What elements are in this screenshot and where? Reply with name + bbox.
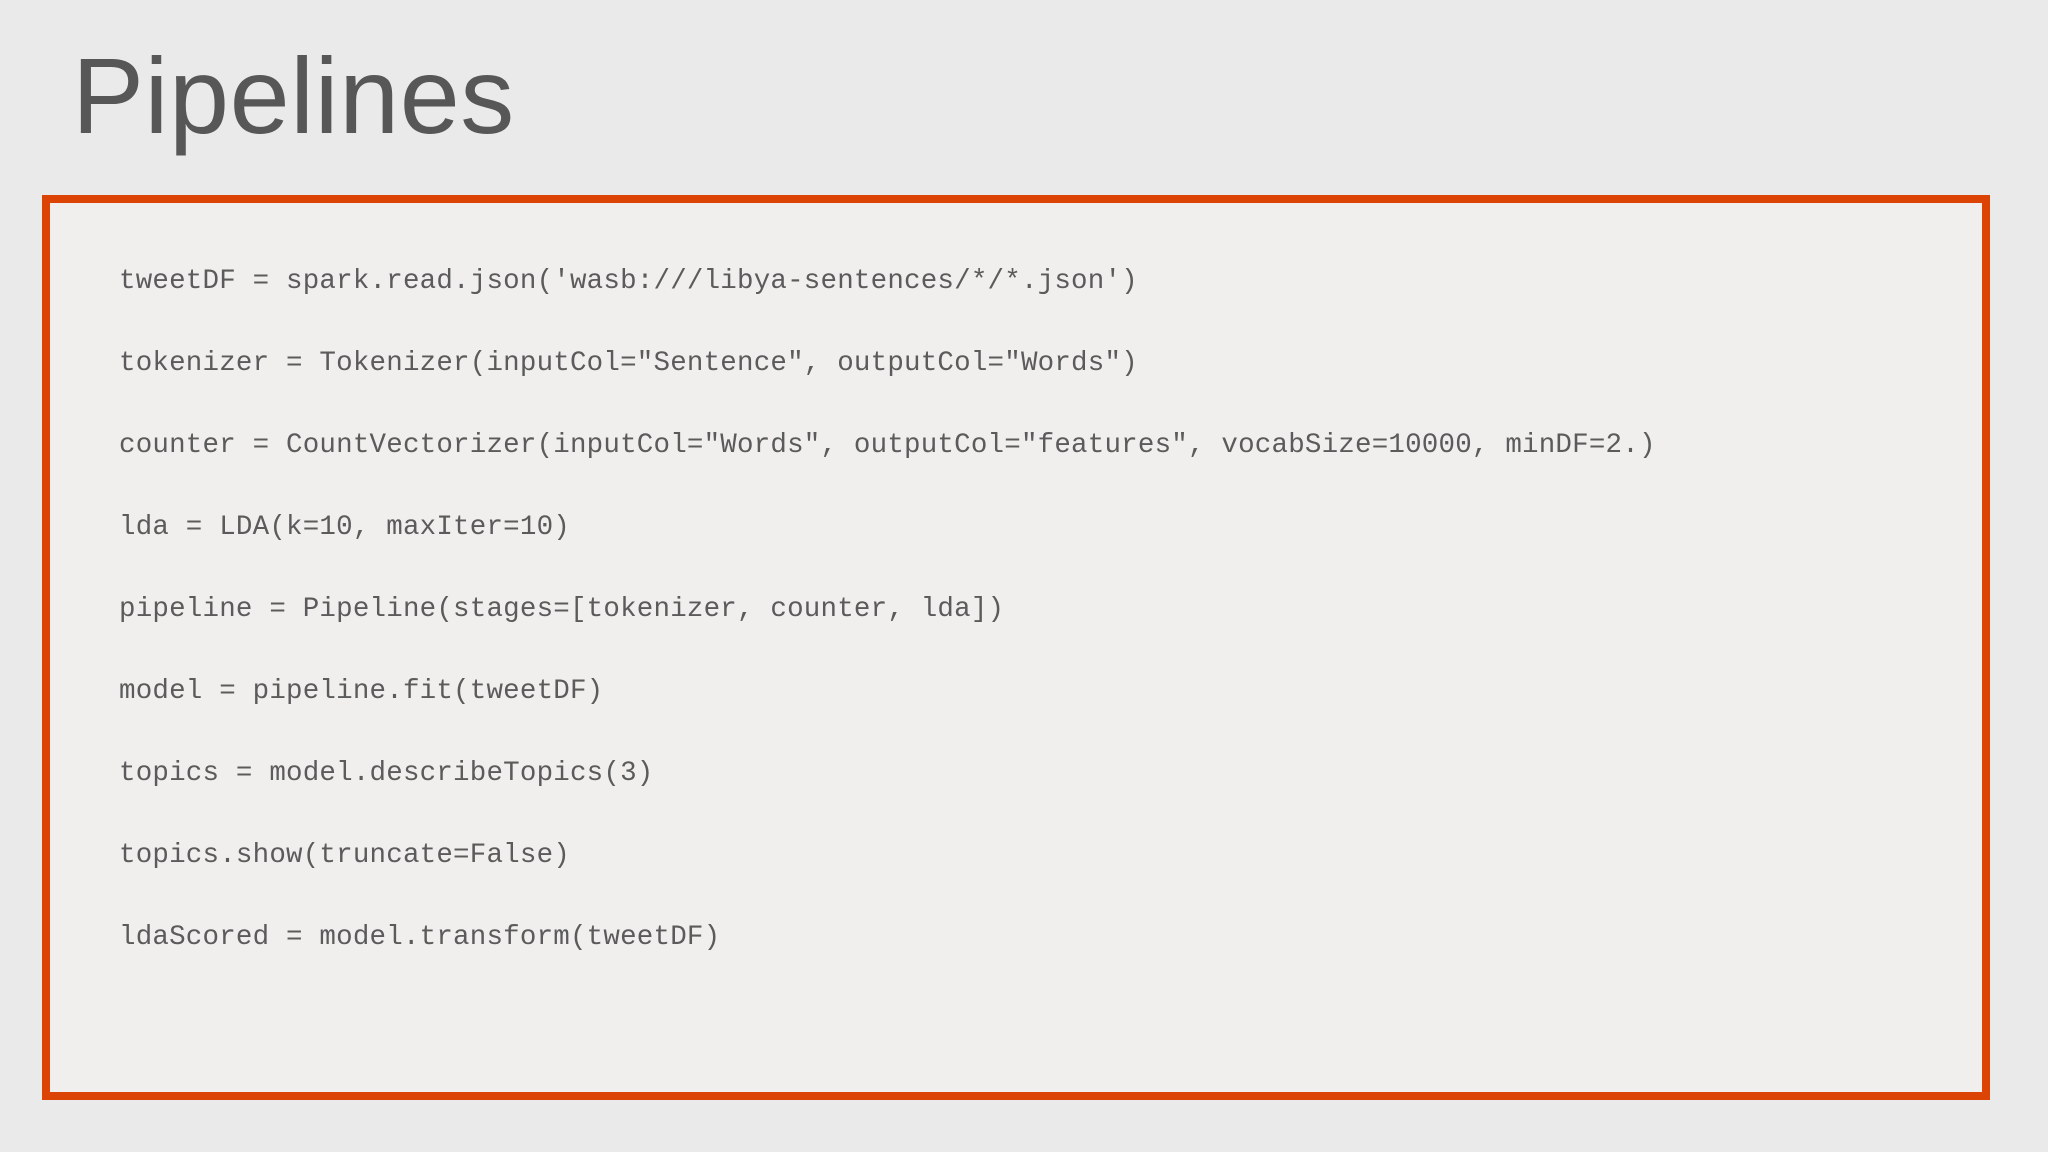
page-title: Pipelines (72, 35, 515, 156)
code-line: pipeline = Pipeline(stages=[tokenizer, c… (119, 594, 1005, 625)
code-line: tokenizer = Tokenizer(inputCol="Sentence… (119, 348, 1138, 379)
code-block: tweetDF = spark.read.json('wasb:///libya… (119, 241, 1962, 979)
code-line: model = pipeline.fit(tweetDF) (119, 676, 604, 707)
code-line: lda = LDA(k=10, maxIter=10) (119, 512, 570, 543)
code-line: tweetDF = spark.read.json('wasb:///libya… (119, 266, 1138, 297)
code-line: ldaScored = model.transform(tweetDF) (119, 922, 721, 953)
code-line: topics = model.describeTopics(3) (119, 758, 654, 789)
code-line: counter = CountVectorizer(inputCol="Word… (119, 430, 1656, 461)
code-line: topics.show(truncate=False) (119, 840, 570, 871)
code-panel: tweetDF = spark.read.json('wasb:///libya… (42, 195, 1990, 1100)
